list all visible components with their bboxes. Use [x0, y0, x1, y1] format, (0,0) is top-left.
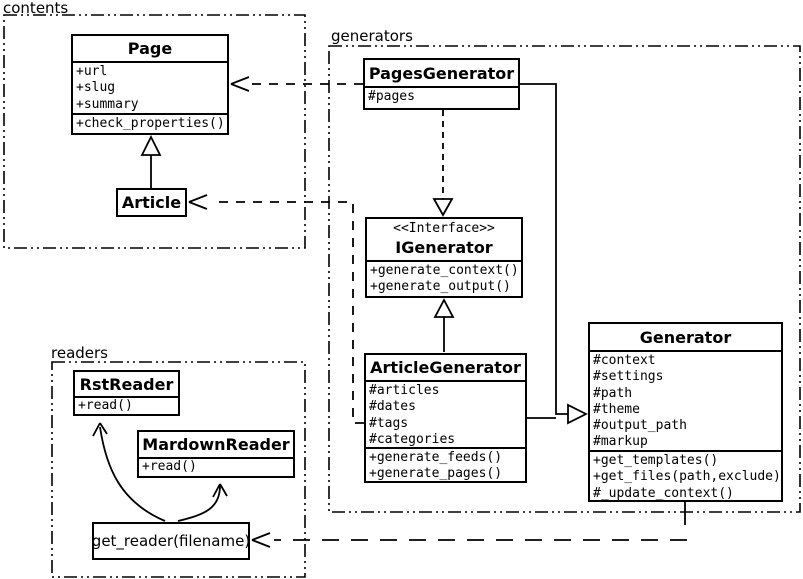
class-mardownreader-name: MardownReader — [142, 435, 290, 454]
class-articlegenerator-name: ArticleGenerator — [370, 358, 521, 377]
class-rstreader: RstReader +read() — [73, 370, 180, 416]
curve-getreader-to-mardownreader — [177, 485, 221, 522]
member-row: +generate_output() — [370, 279, 511, 295]
class-mardownreader: MardownReader +read() — [137, 430, 295, 478]
class-rstreader-methods: +read() — [75, 396, 178, 414]
member-row: #articles — [369, 383, 440, 398]
class-articlegenerator-methods: +generate_feeds()+generate_pages() — [366, 447, 525, 481]
class-article-name: Article — [121, 193, 182, 212]
class-articlegenerator-attributes: #articles#dates#tags#categories — [366, 380, 525, 447]
class-page-attributes: +url+slug+summary — [73, 61, 227, 113]
package-label-generators: generators — [331, 27, 413, 45]
package-label-readers: readers — [51, 344, 108, 362]
class-generator-attributes: #context#settings#path#theme#output_path… — [590, 350, 781, 450]
class-rstreader-name: RstReader — [79, 374, 174, 394]
class-pagesgenerator-name: PagesGenerator — [368, 63, 515, 83]
member-row: #settings — [593, 369, 664, 385]
member-row: #context — [593, 353, 656, 368]
member-row: +get_templates() — [593, 453, 719, 468]
triangle-arrowhead-igenerator-bottom — [433, 298, 455, 318]
member-row: #pages — [368, 89, 415, 104]
member-row: +generate_context() — [370, 263, 519, 278]
member-row: +generate_pages() — [369, 466, 503, 481]
class-generator-methods: +get_templates()+get_files(path,exclude)… — [590, 450, 781, 500]
open-arrowhead-getreader — [251, 532, 271, 548]
member-row: +summary — [76, 96, 139, 112]
class-generator-name: Generator — [639, 327, 732, 347]
member-row: #tags — [369, 415, 409, 431]
class-articlegenerator: ArticleGenerator #articles#dates#tags#ca… — [364, 353, 527, 483]
triangle-arrowhead-igenerator-top — [432, 198, 454, 217]
member-row: #output_path — [593, 418, 687, 434]
open-arrowhead-rstreader — [92, 422, 108, 437]
dependency-articlegenerator-to-article — [214, 201, 364, 424]
function-get-reader: get_reader(filename) — [92, 522, 250, 560]
member-row: +url — [76, 64, 108, 79]
member-row: +get_files(path,exclude) — [593, 469, 781, 485]
triangle-arrowhead-generator — [567, 403, 589, 425]
interface-igenerator-methods: +generate_context()+generate_output() — [367, 260, 521, 296]
open-arrowhead-page — [230, 76, 250, 92]
open-arrowhead-article — [188, 194, 208, 210]
member-row: #markup — [593, 434, 648, 450]
member-row: +read() — [142, 459, 197, 474]
triangle-arrowhead-page — [140, 134, 162, 156]
member-row: #dates — [369, 399, 416, 415]
interface-igenerator: <<Interface>> IGenerator +generate_conte… — [365, 217, 523, 298]
member-row: +read() — [78, 398, 133, 413]
class-page-methods: +check_properties() — [73, 113, 227, 133]
interface-igenerator-name: IGenerator — [395, 238, 493, 257]
class-pagesgenerator: PagesGenerator #pages — [363, 58, 520, 110]
interface-stereotype: <<Interface>> — [393, 221, 495, 236]
member-row: #path — [593, 385, 633, 401]
member-row: #theme — [593, 401, 640, 417]
inheritance-pagesgenerator-to-generator — [520, 83, 568, 415]
member-row: +generate_feeds() — [369, 450, 503, 465]
member-row: +check_properties() — [76, 116, 225, 131]
member-row: +slug — [76, 80, 116, 96]
open-arrowhead-mardownreader — [212, 483, 228, 498]
interface-igenerator-header: <<Interface>> IGenerator — [367, 219, 521, 260]
class-page-name: Page — [127, 39, 173, 58]
class-generator: Generator #context#settings#path#theme#o… — [588, 322, 783, 502]
class-page: Page +url+slug+summary +check_properties… — [71, 34, 229, 135]
member-row: #categories — [369, 431, 456, 447]
class-mardownreader-methods: +read() — [139, 457, 293, 476]
package-label-contents: contents — [3, 0, 69, 17]
member-row: #_update_context() — [593, 485, 734, 500]
class-pagesgenerator-attributes: #pages — [365, 86, 518, 108]
class-article: Article — [116, 188, 187, 217]
